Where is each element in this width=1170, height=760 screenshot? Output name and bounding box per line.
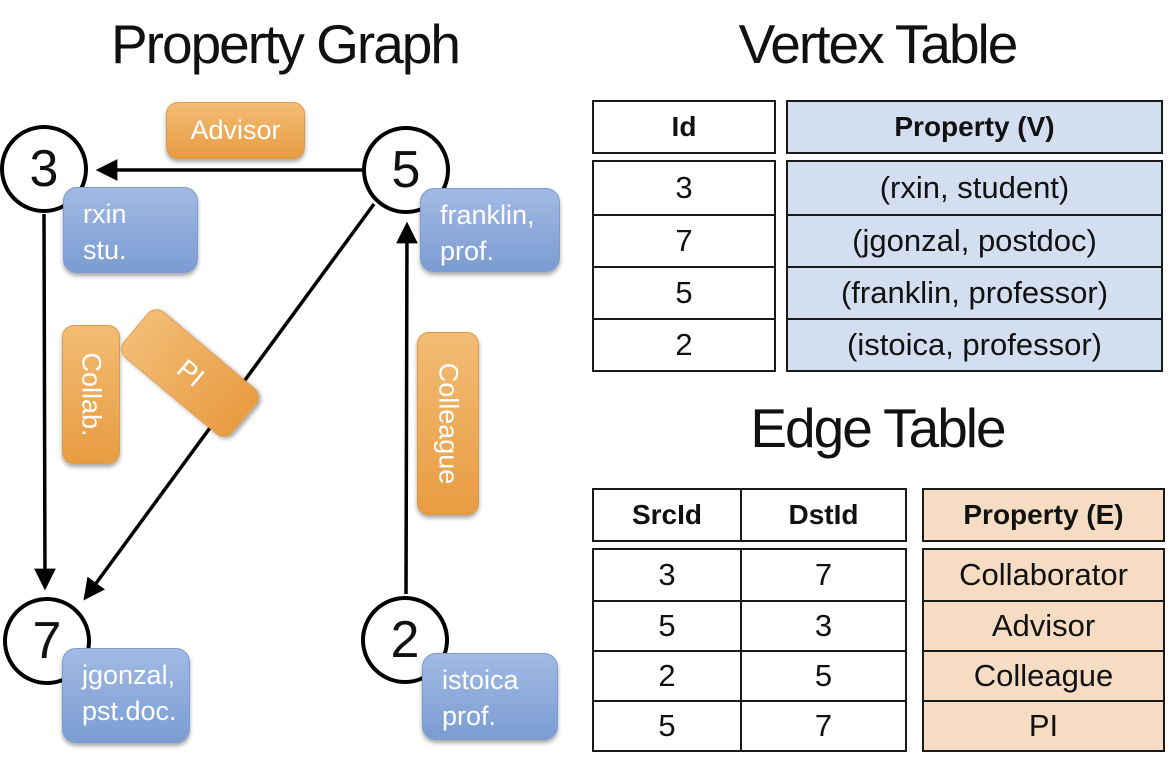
vertex-property-pill-rxin: rxin stu.: [63, 187, 198, 273]
edge-table-srcid-cell: 5: [658, 708, 676, 743]
vertex-property-pill-jgonzal: jgonzal, pst.doc.: [62, 648, 190, 743]
vertex-table-id-cell: 3: [675, 170, 693, 205]
vertex-property-pill-istoica: istoica prof.: [422, 653, 558, 740]
vertex-node-5: 5: [362, 126, 450, 214]
edge-line-colleague-2to5: [396, 221, 418, 595]
edge-label-advisor-text: Advisor: [190, 115, 281, 145]
edge-table-property-cell: PI: [924, 700, 1163, 750]
vertex-property-franklin-line2: prof.: [440, 236, 495, 267]
vertex-table-header-id: Id: [592, 100, 776, 154]
edge-label-collab: Collab.: [62, 325, 120, 464]
vertex-table-id-cell: 5: [594, 266, 774, 318]
vertex-table-property-cell: (rxin, student): [788, 162, 1161, 214]
vertex-table-property-body: (rxin, student) (jgonzal, postdoc) (fran…: [786, 160, 1163, 372]
edge-table-property-body: Collaborator Advisor Colleague PI: [922, 548, 1165, 752]
edge-table-property-cell: Advisor: [924, 600, 1163, 650]
edge-table-ids-body: 3 7 5 3 2 5 5 7: [592, 548, 907, 752]
edge-table-property-cell: Colleague: [924, 650, 1163, 700]
edge-table-dstid-cell: 3: [740, 602, 905, 650]
vertex-property-istoica-line2: prof.: [442, 701, 497, 732]
edge-table-dstid-cell: 7: [740, 702, 905, 750]
vertex-table-id-cell: 2: [594, 318, 774, 370]
edge-table-header-property: Property (E): [922, 488, 1165, 542]
vertex-property-istoica-line1: istoica: [442, 665, 519, 695]
edge-table-ids-columns: SrcId DstId 3 7 5 3 2 5 5 7: [592, 488, 907, 752]
edge-table-ids-header: SrcId DstId: [592, 488, 907, 542]
vertex-table-property-column: Property (V) (rxin, student) (jgonzal, p…: [786, 100, 1163, 372]
edge-table-dstid-cell: 5: [740, 652, 905, 700]
property-graph-title: Property Graph: [110, 13, 461, 75]
edge-label-colleague: Colleague: [417, 332, 479, 515]
edge-table-header-srcid: SrcId: [631, 499, 703, 530]
edge-table-row-ids: 5 7: [594, 700, 905, 750]
vertex-property-rxin-line1: rxin: [83, 199, 127, 229]
edge-table-property-column: Property (E) Collaborator Advisor Collea…: [922, 488, 1165, 752]
edge-table-srcid-cell: 3: [658, 557, 676, 592]
vertex-table-id-cell: 7: [594, 214, 774, 266]
edge-table-srcid-cell: 5: [658, 608, 676, 643]
vertex-property-jgonzal-line1: jgonzal,: [82, 660, 176, 690]
edge-label-advisor: Advisor: [166, 102, 305, 159]
edge-table-property-cell: Collaborator: [924, 550, 1163, 600]
vertex-table: Id 3 7 5 2 Property (V) (rxin, student) …: [592, 100, 1163, 372]
edge-label-collab-text: Collab.: [76, 352, 107, 437]
edge-table-srcid-cell: 2: [658, 658, 676, 693]
edge-table: SrcId DstId 3 7 5 3 2 5 5 7: [592, 488, 1165, 752]
edge-label-colleague-text: Colleague: [433, 362, 464, 485]
edge-table-row-ids: 3 7: [594, 550, 905, 600]
vertex-table-property-cell: (istoica, professor): [788, 318, 1161, 370]
edge-table-title: Edge Table: [750, 397, 1006, 459]
vertex-node-7-label: 7: [32, 612, 62, 670]
vertex-table-id-column: Id 3 7 5 2: [592, 100, 776, 372]
edge-line-collab-3to7: [34, 213, 56, 591]
edge-table-row-ids: 5 3: [594, 600, 905, 650]
vertex-table-property-cell: (franklin, professor): [788, 266, 1161, 318]
vertex-node-2: 2: [361, 596, 449, 684]
vertex-property-pill-franklin: franklin, prof.: [420, 188, 560, 272]
edge-table-dstid-cell: 7: [740, 550, 905, 600]
vertex-table-id-body: 3 7 5 2: [592, 160, 776, 372]
vertex-node-5-label: 5: [391, 141, 421, 199]
edge-label-pi-text: PI: [170, 352, 210, 393]
vertex-property-franklin-line1: franklin,: [440, 200, 535, 230]
edge-table-header-dstid: DstId: [740, 490, 905, 540]
vertex-property-rxin-line2: stu.: [83, 235, 127, 266]
edge-table-row-ids: 2 5: [594, 650, 905, 700]
vertex-property-jgonzal-line2: pst.doc.: [82, 696, 177, 727]
vertex-table-title: Vertex Table: [738, 13, 1019, 75]
vertex-node-2-label: 2: [390, 611, 420, 669]
vertex-table-property-cell: (jgonzal, postdoc): [788, 214, 1161, 266]
vertex-table-header-property: Property (V): [786, 100, 1163, 154]
vertex-node-3-label: 3: [29, 140, 59, 198]
